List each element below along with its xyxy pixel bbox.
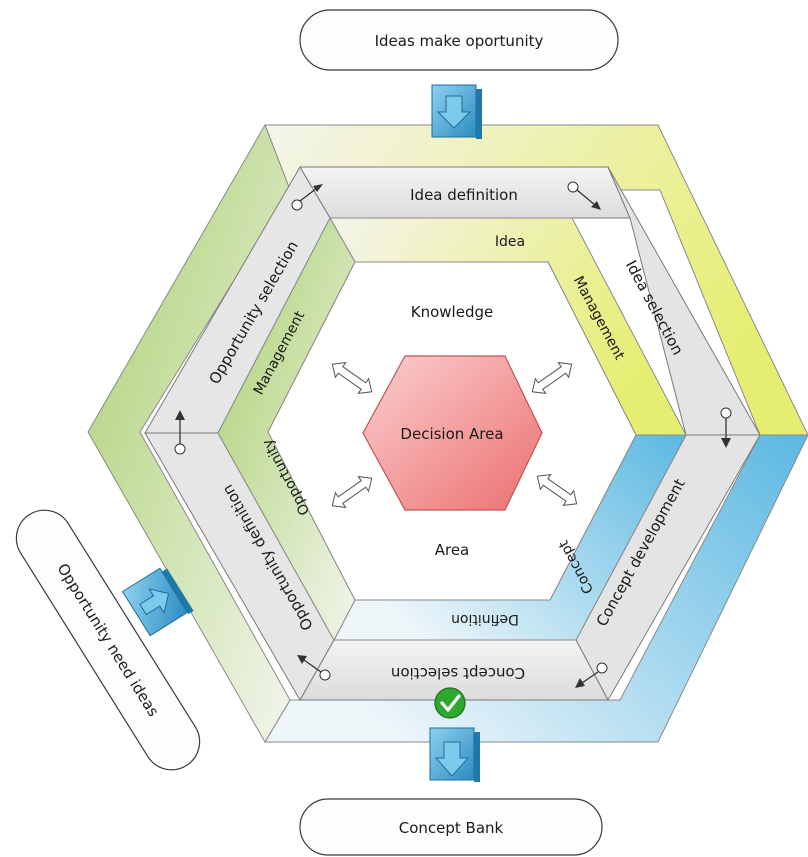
down-arrow-icon [434,741,470,777]
double-arrow-icon [531,361,573,395]
connector-arrow-icon [575,662,608,688]
bottom-pill-label: Concept Bank [399,819,504,837]
output-arrow-box-bottom [429,727,480,782]
area-label: Area [435,541,470,559]
down-arrow-icon [436,95,472,129]
bottom-pill[interactable]: Concept Bank [299,798,603,856]
connector-arrow-icon [174,410,186,455]
management-definition-label: Definition [451,611,519,627]
stage-band [144,166,761,702]
top-pill[interactable]: Ideas make oportunity [299,9,619,71]
double-arrow-icon [331,361,373,395]
check-icon [434,687,466,719]
input-arrow-box-top [431,84,482,139]
double-arrow-icon [536,473,578,507]
stage-concept-selection[interactable]: Concept selection [391,664,525,682]
connector-arrow-icon [567,181,601,210]
double-arrow-icon [331,475,373,509]
connector-arrow-icon [291,184,323,211]
connector-arrow-icon [720,407,732,448]
right-arrow-icon [139,588,170,616]
stage-idea-definition[interactable]: Idea definition [410,186,518,204]
connector-arrow-icon [297,655,331,681]
knowledge-label: Knowledge [411,303,493,321]
input-arrow-box-left [121,567,194,637]
top-pill-label: Ideas make oportunity [375,32,544,50]
decision-area-hexagon[interactable] [362,355,543,511]
management-idea-label: Idea [495,234,525,250]
decision-area-label: Decision Area [400,425,503,443]
